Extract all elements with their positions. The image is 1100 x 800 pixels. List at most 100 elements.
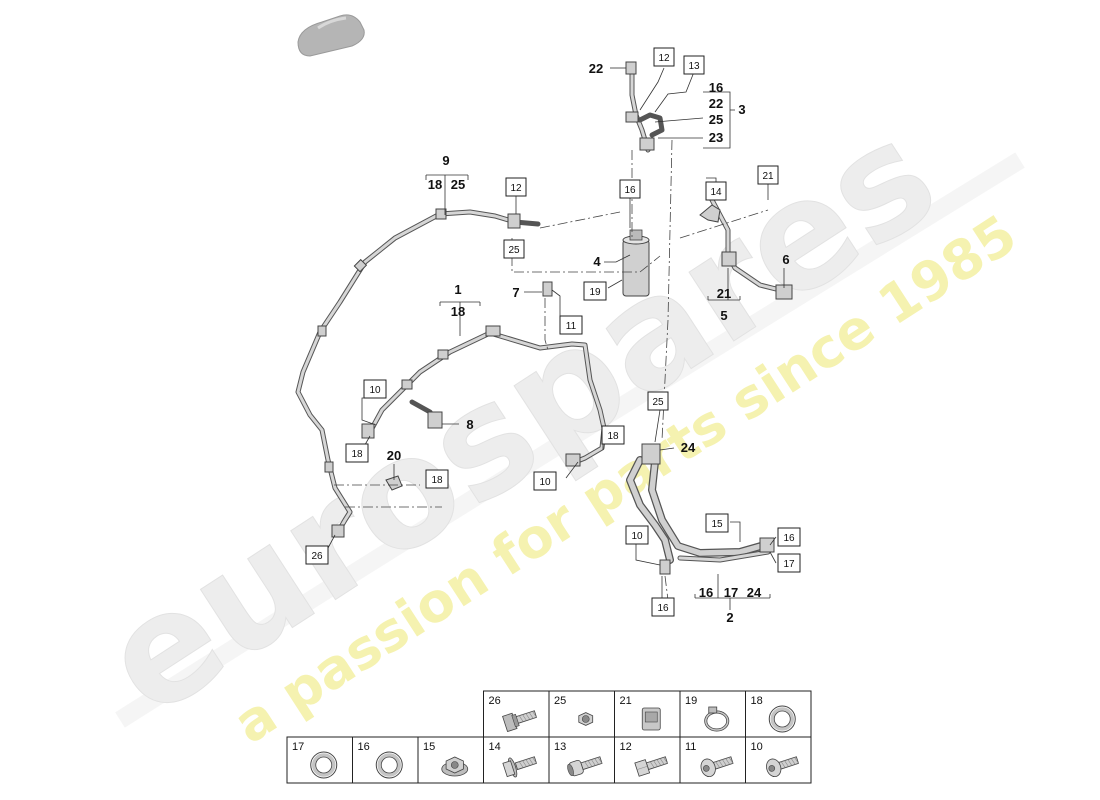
callout-label: 19 [589, 287, 601, 298]
callout-label: 10 [369, 385, 381, 396]
label-22: 22 [709, 96, 723, 111]
callout-18-left[interactable]: 18 [345, 443, 369, 463]
callout-19[interactable]: 19 [583, 281, 607, 301]
callout-15[interactable]: 15 [705, 513, 729, 533]
callout-18-mid[interactable]: 18 [425, 469, 449, 489]
callout-label: 12 [658, 53, 670, 64]
flange-bolt-icon-shape [522, 760, 527, 767]
callout-10-mid[interactable]: 10 [533, 471, 557, 491]
flange-bolt-icon-group [502, 756, 538, 778]
callout-label: 16 [624, 185, 636, 196]
label-17: 17 [724, 585, 738, 600]
callout-21-top[interactable]: 21 [757, 165, 779, 185]
callout-label: 18 [351, 449, 363, 460]
label-8: 8 [466, 417, 473, 432]
bolt-collar-icon-shape [522, 714, 527, 721]
callout-label: 17 [783, 559, 795, 570]
hex-bolt-icon-shape [659, 758, 665, 765]
o-ring-icon-shape [377, 753, 401, 777]
hex-bolt-icon-shape [649, 761, 655, 768]
o-ring-icon-shape [773, 710, 791, 728]
socket-bolt-icon-group [567, 756, 603, 777]
legend-number: 25 [554, 695, 566, 707]
o-ring-icon-shape [310, 751, 338, 779]
legend-cell-18[interactable]: 18 [745, 690, 812, 738]
bolt-collar-icon-group [502, 710, 538, 733]
callout-label: 15 [711, 519, 723, 530]
legend-cell-17[interactable]: 17 [286, 736, 353, 784]
label-18: 18 [451, 304, 465, 319]
legend-number: 14 [489, 741, 501, 753]
callout-label: 13 [688, 61, 700, 72]
legend-cell-14[interactable]: 14 [483, 736, 550, 784]
callout-12-left[interactable]: 12 [505, 177, 527, 197]
callout-10-bottom[interactable]: 10 [625, 525, 649, 545]
legend-cell-13[interactable]: 13 [548, 736, 615, 784]
callout-label: 11 [566, 321, 577, 332]
callout-label: 25 [652, 397, 664, 408]
legend-cell-26[interactable]: 26 [483, 690, 550, 738]
torx-bolt-icon-shape [715, 761, 720, 768]
torx-bolt-icon-shape [787, 759, 793, 766]
callout-10-left[interactable]: 10 [363, 379, 387, 399]
o-ring-icon-shape [768, 705, 796, 733]
callout-14[interactable]: 14 [705, 181, 727, 201]
legend-number: 16 [358, 741, 370, 753]
legend-cell-12[interactable]: 12 [614, 736, 681, 784]
flange-bolt-icon-shape [525, 759, 531, 766]
legend-number: 10 [751, 741, 763, 753]
legend-cell-15[interactable]: 15 [417, 736, 484, 784]
callout-label: 18 [607, 431, 619, 442]
callout-11[interactable]: 11 [559, 315, 583, 335]
callout-26[interactable]: 26 [305, 545, 329, 565]
hex-bolt-icon-shape [653, 760, 658, 767]
torx-bolt-icon-shape [790, 758, 796, 765]
label-3: 3 [738, 102, 745, 117]
hex-nut-icon-shape [581, 715, 590, 723]
callout-label: 12 [510, 183, 522, 194]
receiver-drier-4 [622, 229, 650, 297]
legend-cell-10[interactable]: 10 [745, 736, 812, 784]
legend-number: 17 [292, 741, 304, 753]
callout-label: 14 [710, 187, 722, 198]
callout-label: 10 [631, 531, 643, 542]
legend-number: 15 [423, 741, 435, 753]
legend-cell-21[interactable]: 21 [614, 690, 681, 738]
torx-bolt-icon-group [700, 756, 734, 778]
watermark: eurospares a passion for parts since 198… [74, 87, 1027, 756]
label-25: 25 [451, 177, 465, 192]
callout-label: 10 [539, 477, 551, 488]
hex-bolt-icon-shape [636, 765, 648, 770]
callout-13[interactable]: 13 [683, 55, 705, 75]
hex-bolt-icon-group [634, 756, 669, 777]
legend-cell-16[interactable]: 16 [352, 736, 419, 784]
legend-number: 21 [620, 695, 632, 707]
torx-bolt-icon-shape [725, 758, 730, 765]
legend-cell-frame [548, 690, 615, 738]
callout-25-right[interactable]: 25 [647, 391, 669, 411]
o-ring-icon-shape [315, 756, 333, 774]
label-23: 23 [709, 130, 723, 145]
flange-bolt-icon-shape [518, 761, 524, 768]
callout-18-right[interactable]: 18 [601, 425, 625, 445]
legend-cell-19[interactable]: 19 [679, 690, 746, 738]
torx-bolt-icon-shape [728, 757, 734, 764]
legend-cell-11[interactable]: 11 [679, 736, 746, 784]
label-6: 6 [782, 252, 789, 267]
legend-number: 13 [554, 741, 566, 753]
fitting-7 [542, 281, 553, 297]
callout-17[interactable]: 17 [777, 553, 801, 573]
legend-number: 19 [685, 695, 697, 707]
callout-25-left[interactable]: 25 [503, 239, 525, 259]
callout-16-right[interactable]: 16 [777, 527, 801, 547]
callout-12-top[interactable]: 12 [653, 47, 675, 67]
legend-cell-25[interactable]: 25 [548, 690, 615, 738]
pipe-8 [409, 399, 443, 429]
flange-nut-icon-shape [450, 761, 459, 769]
callout-label: 16 [657, 603, 669, 614]
bolt-collar-icon-shape [518, 715, 524, 722]
hose-clamp-icon-shape [708, 706, 718, 714]
callout-16-bottom[interactable]: 16 [651, 597, 675, 617]
callout-16-top[interactable]: 16 [619, 179, 641, 199]
